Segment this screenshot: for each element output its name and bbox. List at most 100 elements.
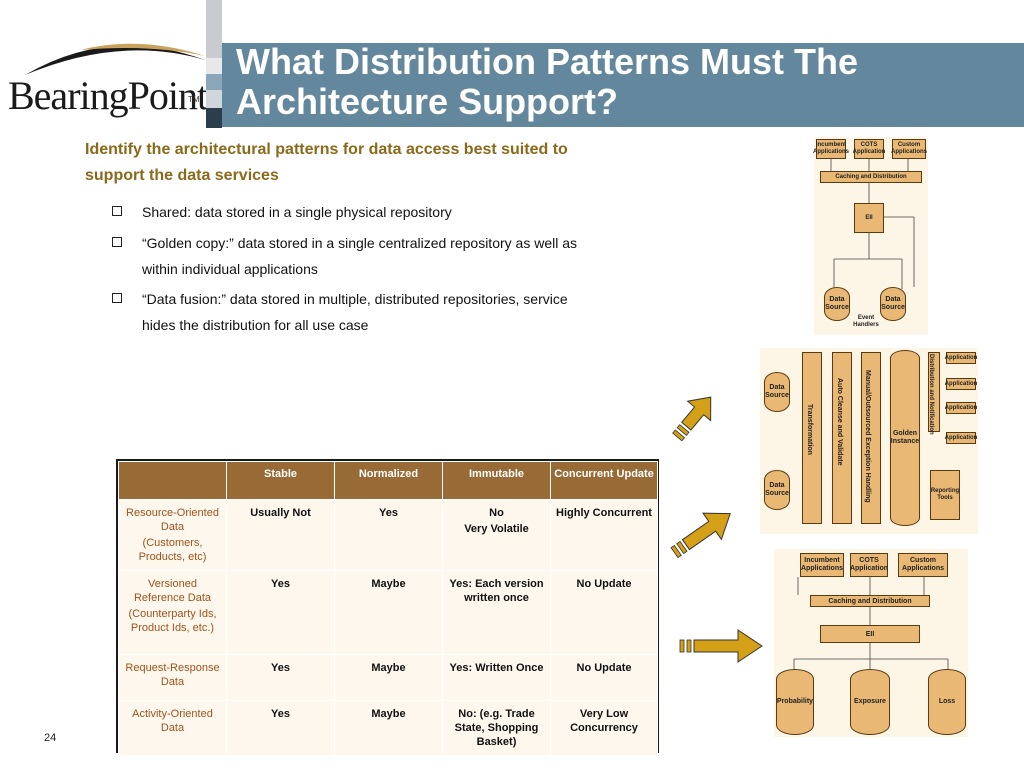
table-cell: Yes: Each version written once <box>442 570 551 655</box>
auto-cleanse-bar <box>832 352 852 524</box>
table-cell: Yes <box>226 700 335 756</box>
page-title-line: Architecture Support? <box>236 81 619 122</box>
table-cell: Maybe <box>334 700 443 756</box>
distribution-bar <box>928 352 940 432</box>
incumbent-applications-box: Incumbent Applications <box>813 139 849 159</box>
exception-handling-bar <box>861 352 881 524</box>
table-cell: Maybe <box>334 570 443 655</box>
bullet-item: Shared: data stored in a single physical… <box>112 199 692 225</box>
data-source-cylinder: Data Source <box>880 287 906 321</box>
checkbox-bullet-icon <box>112 206 122 216</box>
table-cell: Yes: Written Once <box>442 654 551 701</box>
diagram-connectors <box>793 577 949 671</box>
bullet-item: “Data fusion:” data stored in multiple, … <box>112 286 692 338</box>
table-header-cell: Immutable <box>442 461 551 500</box>
bullet-text: hides the distribution for all use case <box>142 317 369 333</box>
data-fusion-diagram: Incumbent Applications COTS Application … <box>774 549 968 737</box>
application-box: Application <box>945 402 977 414</box>
loss-cylinder: Loss <box>928 669 966 735</box>
probability-cylinder: Probability <box>776 669 814 735</box>
page-title-line: What Distribution Patterns Must The <box>236 41 859 82</box>
row-label: Request-Response Data <box>118 654 227 701</box>
diagram-connectors <box>830 159 915 289</box>
row-label-name: Resource-Oriented Data <box>126 507 219 533</box>
data-source-cylinder: Data Source <box>824 287 850 321</box>
table-header-cell: Normalized <box>334 461 443 500</box>
cell-line: Very Volatile <box>464 523 529 535</box>
eii-box: EII <box>854 203 884 233</box>
custom-applications-box: Custom Applications <box>891 139 927 159</box>
table-header-cell <box>118 461 227 500</box>
row-label-name: Versioned Reference Data <box>133 578 212 604</box>
data-patterns-table: Stable Normalized Immutable Concurrent U… <box>116 459 659 756</box>
page-title: What Distribution Patterns Must The Arch… <box>236 42 1016 122</box>
decor-stripe <box>206 0 222 58</box>
table-cell: Yes <box>226 570 335 655</box>
table-row: Activity-Oriented Data Yes Maybe No: (e.… <box>118 700 658 756</box>
row-label-examples: (Counterparty Ids, Product Ids, etc.) <box>128 608 217 634</box>
data-source-cylinder: Data Source <box>764 470 790 510</box>
decor-stripe <box>206 108 222 128</box>
eii-box: EII <box>820 625 920 643</box>
arrow-right-icon <box>679 629 763 663</box>
checkbox-bullet-icon <box>112 237 122 247</box>
table-cell: Yes <box>334 499 443 571</box>
table-header-cell: Concurrent Update <box>550 461 658 500</box>
bullet-text: “Data fusion:” data stored in multiple, … <box>142 291 568 307</box>
row-label-name: Request-Response Data <box>125 662 220 688</box>
table-cell: Usually Not <box>226 499 335 571</box>
decor-stripe <box>206 90 222 108</box>
table-cell: Maybe <box>334 654 443 701</box>
table-row: Versioned Reference Data (Counterparty I… <box>118 570 658 655</box>
custom-applications-box: Custom Applications <box>898 553 948 577</box>
table-cell: Yes <box>226 654 335 701</box>
headline-line: Identify the architectural patterns for … <box>85 141 568 158</box>
bullet-item: “Golden copy:” data stored in a single c… <box>112 230 692 282</box>
golden-instance-cylinder: Golden Instance <box>890 350 920 526</box>
cots-application-box: COTS Application <box>850 553 888 577</box>
row-label: Resource-Oriented Data (Customers, Produ… <box>118 499 227 571</box>
caching-distribution-box: Caching and Distribution <box>820 171 922 183</box>
title-bar <box>222 43 1024 127</box>
row-label-examples: (Customers, Products, etc) <box>138 537 207 563</box>
application-box: Application <box>945 352 977 364</box>
exception-handling-label: Manual/Outsourced Exception Handling <box>864 370 871 503</box>
row-label: Activity-Oriented Data <box>118 700 227 756</box>
auto-cleanse-label: Auto Cleanse and Validate <box>836 378 843 466</box>
table-cell: No Update <box>550 570 658 655</box>
cots-application-box: COTS Application <box>853 139 885 159</box>
exposure-cylinder: Exposure <box>850 669 890 735</box>
table-cell: No Update <box>550 654 658 701</box>
bullet-text: within individual applications <box>142 261 318 277</box>
application-box: Application <box>945 378 977 390</box>
application-box: Application <box>945 432 977 444</box>
table-row: Request-Response Data Yes Maybe Yes: Wri… <box>118 654 658 701</box>
event-handlers-label: Event Handlers <box>853 315 879 328</box>
reporting-tools-box: Reporting Tools <box>930 470 960 520</box>
section-headline: Identify the architectural patterns for … <box>85 137 705 189</box>
cell-line: No <box>489 507 504 519</box>
table-cell: Highly Concurrent <box>550 499 658 571</box>
table-cell: Very Low Concurrency <box>550 700 658 756</box>
transformation-label: Transformation <box>806 404 813 455</box>
headline-line: support the data services <box>85 167 279 184</box>
arrow-up-right-icon <box>670 512 731 559</box>
bullet-text: Shared: data stored in a single physical… <box>142 204 452 220</box>
table-cell: No Very Volatile <box>442 499 551 571</box>
data-source-cylinder: Data Source <box>764 372 790 412</box>
caching-distribution-box: Caching and Distribution <box>810 595 930 607</box>
logo-wordmark: BearingPoint <box>8 73 208 118</box>
table-cell: No: (e.g. Trade State, Shopping Basket) <box>442 700 551 756</box>
bullet-text: “Golden copy:” data stored in a single c… <box>142 235 577 251</box>
incumbent-applications-box: Incumbent Applications <box>800 553 844 577</box>
decor-stripe <box>206 74 222 90</box>
checkbox-bullet-icon <box>112 293 122 303</box>
transformation-bar <box>802 352 822 524</box>
distribution-label: Distribution and Notification <box>928 354 934 435</box>
row-label-name: Activity-Oriented Data <box>132 708 213 734</box>
shared-architecture-diagram: Incumbent Applications COTS Application … <box>813 137 928 335</box>
table-header-cell: Stable <box>226 461 335 500</box>
golden-copy-diagram: Data Source Data Source Transformation A… <box>760 348 978 534</box>
logo-swoosh-icon <box>25 43 205 75</box>
logo-trademark: TM <box>188 95 200 104</box>
